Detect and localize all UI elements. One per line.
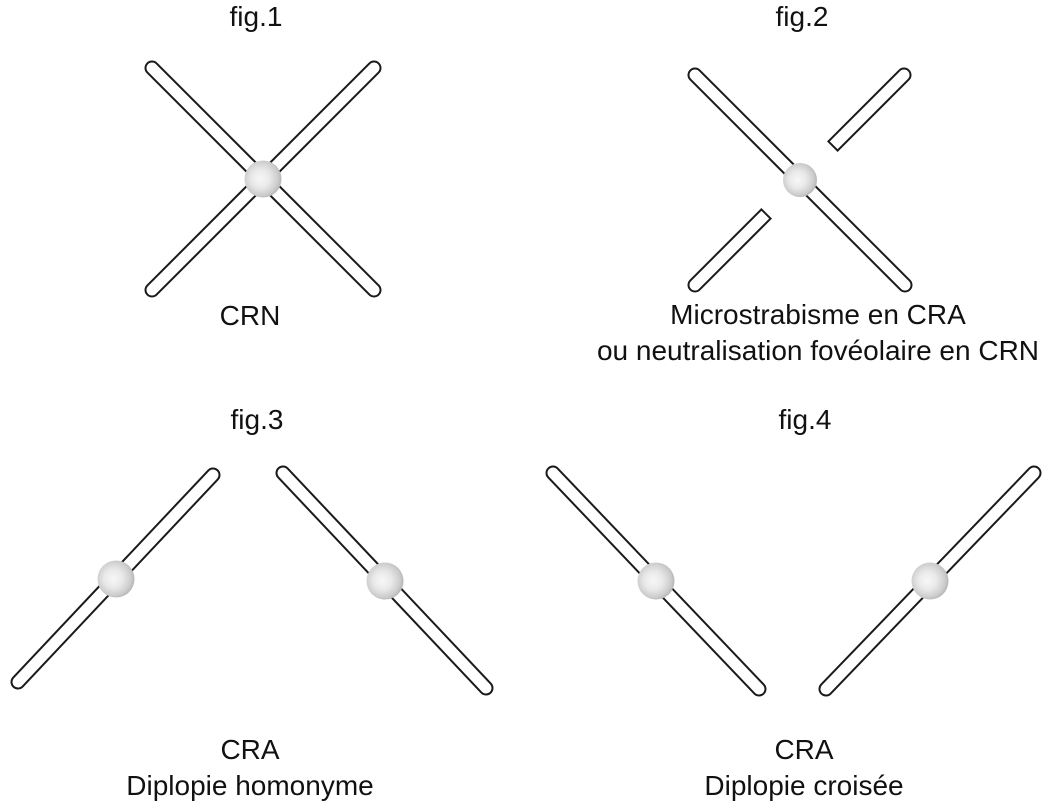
fig2-rod-ascending-lower-segment: [687, 207, 773, 293]
fig2-fixation-sphere: [783, 163, 817, 197]
fig3-caption: CRA Diplopie homonyme: [126, 732, 373, 801]
caption-line: CRN: [219, 300, 281, 331]
caption-line: Diplopie homonyme: [126, 770, 374, 801]
fig1-title: fig.1: [229, 1, 283, 32]
fig2-title: fig.2: [775, 1, 829, 32]
fig1-fixation-sphere: [244, 160, 282, 198]
fig3-title: fig.3: [230, 404, 284, 435]
fig2-caption: Microstrabisme en CRA ou neutralisation …: [597, 297, 1039, 369]
fig2-art: [687, 67, 913, 293]
fig4-left-fixation-sphere: [637, 562, 675, 600]
fig3-art: [10, 465, 494, 696]
fig1-art: [144, 60, 382, 298]
fig4-art: [545, 465, 1042, 697]
caption-line: CRA: [220, 734, 280, 765]
fig4-title: fig.4: [778, 404, 832, 435]
caption-line: Diplopie croisée: [704, 770, 904, 801]
caption-line: CRA: [774, 734, 834, 765]
fig2-rod-ascending-upper-segment: [826, 67, 912, 153]
fig3-left-fixation-sphere: [97, 560, 135, 598]
fig4-caption: CRA Diplopie croisée: [704, 732, 903, 801]
fig4-right-fixation-sphere: [911, 562, 949, 600]
fig3-right-fixation-sphere: [366, 562, 404, 600]
caption-line: Microstrabisme en CRA: [670, 299, 966, 330]
caption-line: ou neutralisation fovéolaire en CRN: [596, 335, 1040, 366]
fig1-caption: CRN: [220, 298, 281, 334]
